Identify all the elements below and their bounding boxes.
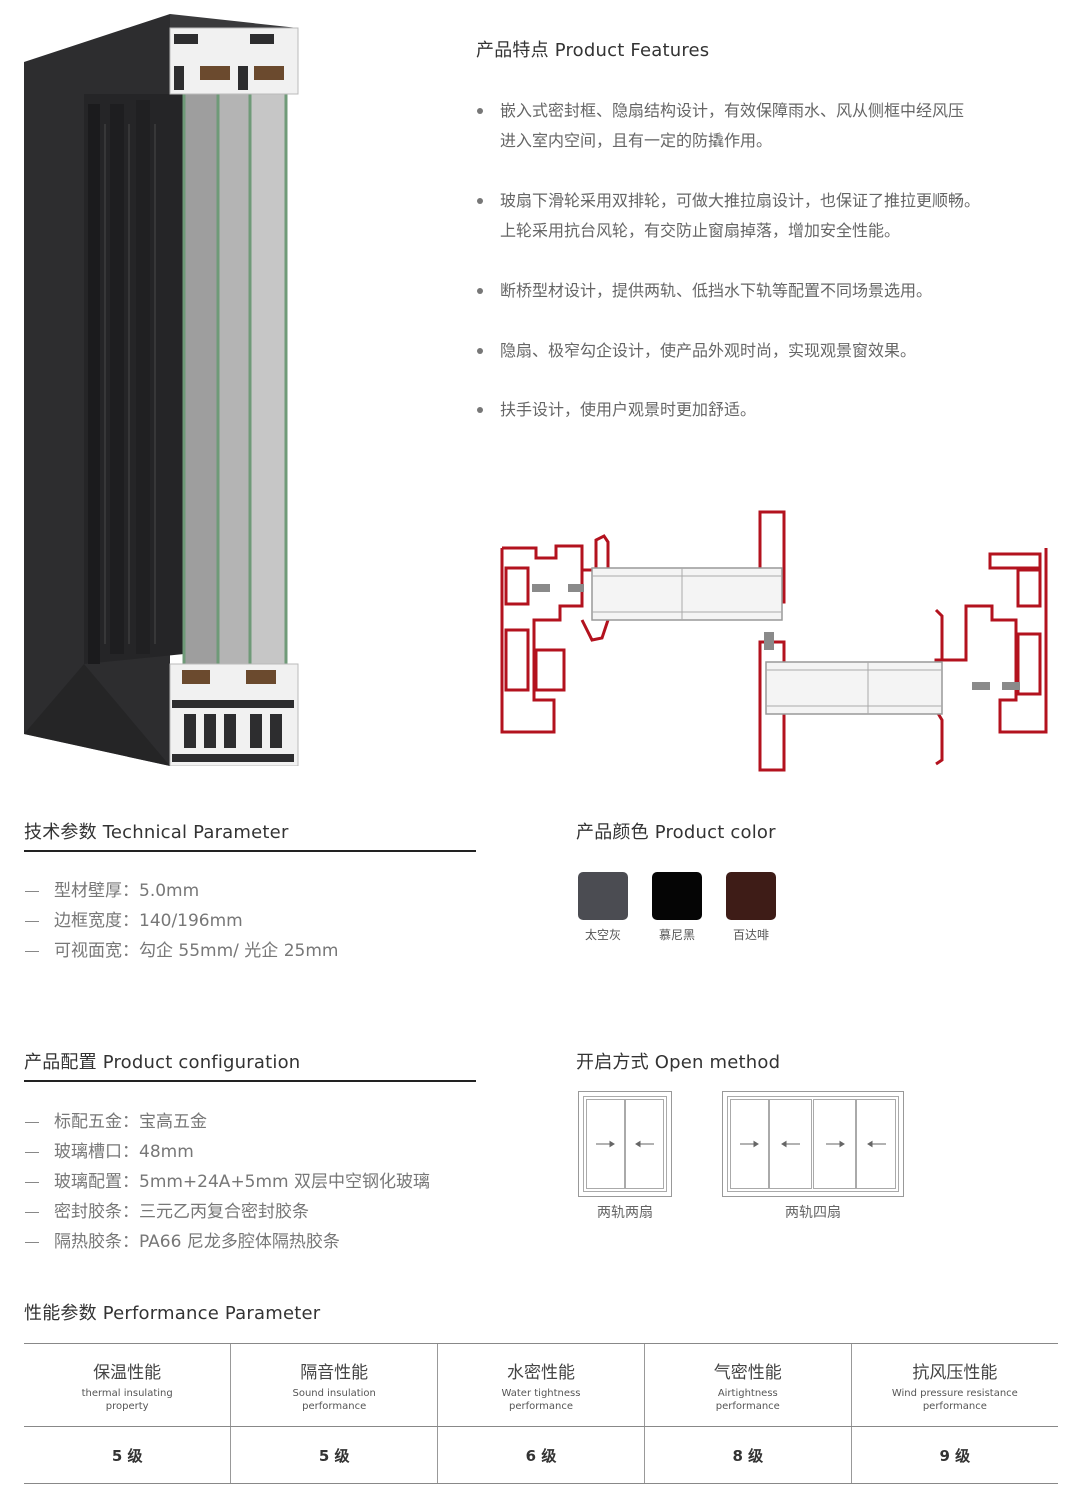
feature-item: 嵌入式密封框、隐扇结构设计，有效保障雨水、风从侧框中经风压进入室内空间，且有一定…: [476, 96, 1056, 156]
window-product-image: [24, 14, 299, 766]
feature-item: 隐扇、极窄勾企设计，使产品外观时尚，实现观景窗效果。: [476, 336, 1056, 366]
feature-line: 上轮采用抗台风轮，有交防止窗扇掉落，增加安全性能。: [500, 221, 901, 240]
tech-divider: [24, 850, 476, 852]
performance-title: 性能参数 Performance Parameter: [24, 1303, 321, 1324]
perf-en: Airtightness: [717, 1387, 778, 1399]
swatch-munich-black: [652, 872, 702, 920]
tech-item: 型材壁厚：5.0mm: [24, 876, 338, 906]
config-item: 玻璃槽口：48mm: [24, 1137, 430, 1167]
feature-line: 嵌入式密封框、隐扇结构设计，有效保障雨水、风从侧框中经风压: [500, 101, 965, 120]
feature-item: 断桥型材设计，提供两轨、低挡水下轨等配置不同场景选用。: [476, 276, 1056, 306]
profile-cross-section-drawing: [500, 510, 1048, 772]
swatch-patek-brown: [726, 872, 776, 920]
swatch-label: 百达啡: [732, 928, 769, 942]
config-list: 标配五金：宝高五金 玻璃槽口：48mm 玻璃配置：5mm+24A+5mm 双层中…: [24, 1107, 430, 1257]
feature-line: 玻扇下滑轮采用双排轮，可做大推拉扇设计，也保证了推拉更顺畅。: [500, 191, 981, 210]
perf-en: thermal insulating: [81, 1387, 173, 1399]
feature-line: 隐扇、极窄勾企设计，使产品外观时尚，实现观景窗效果。: [500, 341, 917, 360]
open-option-label: 两轨四扇: [785, 1205, 841, 1221]
performance-value-row: 5 级 5 级 6 级 8 级 9 级: [24, 1426, 1058, 1484]
perf-en: performance: [715, 1400, 780, 1412]
features-title: 产品特点 Product Features: [476, 40, 710, 61]
performance-value-cell: 8 级: [643, 1426, 852, 1484]
feature-item: 玻扇下滑轮采用双排轮，可做大推拉扇设计，也保证了推拉更顺畅。上轮采用抗台风轮，有…: [476, 186, 1056, 246]
feature-item: 扶手设计，使用户观景时更加舒适。: [476, 395, 1056, 425]
perf-cn: 水密性能: [506, 1362, 575, 1383]
tech-item: 可视面宽：勾企 55mm/ 光企 25mm: [24, 936, 338, 966]
config-item: 标配五金：宝高五金: [24, 1107, 430, 1137]
perf-en: Wind pressure resistance: [891, 1387, 1018, 1399]
perf-en: performance: [508, 1400, 574, 1412]
config-item: 玻璃配置：5mm+24A+5mm 双层中空钢化玻璃: [24, 1167, 430, 1197]
perf-en: Water tightness: [501, 1387, 581, 1399]
config-item: 密封胶条：三元乙丙复合密封胶条: [24, 1197, 430, 1227]
two-track-four-sash-diagram: [722, 1091, 904, 1197]
perf-en: performance: [922, 1400, 987, 1412]
perf-en: performance: [302, 1400, 367, 1412]
perf-cn: 隔音性能: [300, 1362, 369, 1383]
tech-list: 型材壁厚：5.0mm 边框宽度：140/196mm 可视面宽：勾企 55mm/ …: [24, 876, 338, 966]
performance-value-cell: 6 级: [437, 1426, 645, 1484]
tech-item: 边框宽度：140/196mm: [24, 906, 338, 936]
perf-en: property: [105, 1400, 149, 1412]
features-list: 嵌入式密封框、隐扇结构设计，有效保障雨水、风从侧框中经风压进入室内空间，且有一定…: [476, 96, 1056, 425]
performance-value-cell: 9 级: [850, 1426, 1058, 1484]
open-option-label: 两轨两扇: [597, 1205, 653, 1221]
tech-title: 技术参数 Technical Parameter: [24, 822, 289, 843]
feature-line: 进入室内空间，且有一定的防撬作用。: [500, 131, 773, 150]
feature-line: 扶手设计，使用户观景时更加舒适。: [500, 400, 757, 419]
config-title: 产品配置 Product configuration: [24, 1052, 301, 1073]
feature-line: 断桥型材设计，提供两轨、低挡水下轨等配置不同场景选用。: [500, 281, 933, 300]
perf-cn: 保温性能: [93, 1362, 162, 1383]
two-track-two-sash-diagram: [578, 1091, 672, 1197]
perf-en: Sound insulation: [292, 1387, 376, 1399]
performance-value-cell: 5 级: [230, 1426, 438, 1484]
swatch-label: 慕尼黑: [658, 928, 695, 942]
perf-cn: 抗风压性能: [912, 1362, 998, 1383]
swatch-label: 太空灰: [584, 928, 621, 942]
perf-cn: 气密性能: [713, 1362, 782, 1383]
swatch-space-gray: [578, 872, 628, 920]
config-item: 隔热胶条：PA66 尼龙多腔体隔热胶条: [24, 1227, 430, 1257]
open-method-title: 开启方式 Open method: [576, 1052, 781, 1073]
config-divider: [24, 1080, 476, 1082]
color-title: 产品颜色 Product color: [576, 822, 776, 843]
performance-value-cell: 5 级: [24, 1426, 231, 1484]
